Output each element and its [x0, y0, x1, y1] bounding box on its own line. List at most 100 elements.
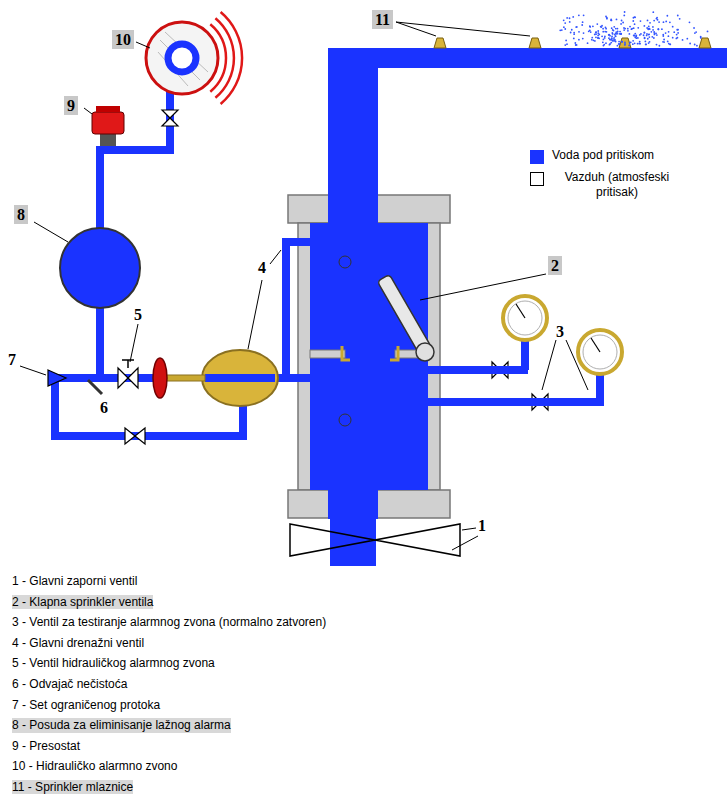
- water-spray: [656, 17, 658, 19]
- water-spray: [576, 44, 578, 46]
- water-spray: [574, 42, 576, 44]
- water-spray: [635, 34, 637, 36]
- indicator-circle: [339, 414, 351, 426]
- leader-line: [396, 22, 530, 36]
- water-spray: [575, 44, 577, 46]
- water-spray: [627, 30, 629, 32]
- water-pipe: [282, 238, 290, 378]
- water-spray: [647, 38, 649, 40]
- sound-wave: [221, 12, 242, 104]
- parts-list-item: 8 - Posuda za eliminisanje lažnog alarma: [12, 718, 231, 732]
- water-spray: [578, 14, 580, 16]
- water-spray: [696, 45, 698, 47]
- water-spray: [646, 33, 648, 35]
- water-spray: [573, 33, 575, 35]
- gate-valve-symbol: [290, 524, 460, 556]
- valve-body: [288, 195, 450, 223]
- parts-list-item: 3 - Ventil za testiranje alarmnog zvona …: [12, 615, 326, 629]
- water-spray: [561, 29, 563, 31]
- water-spray: [559, 11, 708, 47]
- callout-number: 8: [14, 205, 28, 224]
- water-spray: [668, 31, 670, 33]
- water-spray: [662, 35, 664, 37]
- water-spray: [620, 23, 622, 25]
- pressure-switch: [92, 112, 124, 134]
- seat-hook: [390, 346, 398, 360]
- water-spray: [605, 42, 607, 44]
- parts-list-item: 1 - Glavni zaporni ventil: [12, 574, 137, 588]
- water-spray: [620, 33, 622, 35]
- water-spray: [629, 26, 631, 28]
- sprinkler-head: [619, 38, 631, 48]
- small-valve-symbol: [125, 428, 145, 444]
- valve-stem: [127, 360, 129, 368]
- water-spray: [571, 29, 573, 31]
- water-spray: [634, 23, 636, 25]
- callout-number: 1: [478, 516, 486, 535]
- water-spray: [658, 45, 660, 47]
- drain-valve: [153, 358, 167, 398]
- callout-number: 2: [548, 256, 562, 275]
- water-spray: [630, 41, 632, 43]
- water-spray: [652, 26, 654, 28]
- drain-valve: [165, 375, 205, 381]
- water-spray: [578, 31, 580, 33]
- sprinkler-head: [434, 38, 446, 48]
- water-spray: [594, 34, 596, 36]
- leader-line: [84, 108, 92, 114]
- water-spray: [632, 43, 634, 45]
- gate-valve-symbol: [290, 524, 460, 556]
- valve-body: [288, 490, 450, 518]
- water-spray: [623, 29, 625, 31]
- drain-valve: [202, 350, 278, 406]
- water-spray: [600, 26, 602, 28]
- water-spray: [650, 31, 652, 33]
- water-spray: [611, 32, 613, 34]
- pressure-gauge: [583, 335, 617, 369]
- retard-chamber: [60, 228, 140, 308]
- water-spray: [643, 34, 645, 36]
- water-spray: [633, 27, 635, 29]
- water-spray: [648, 34, 650, 36]
- water-spray: [693, 27, 695, 29]
- water-spray: [640, 20, 642, 22]
- water-spray: [564, 22, 566, 24]
- water-spray: [606, 17, 608, 19]
- water-spray: [663, 41, 665, 43]
- valve-seat: [310, 350, 345, 358]
- water-spray: [667, 40, 669, 42]
- water-spray: [686, 38, 688, 40]
- water-spray: [604, 37, 606, 39]
- pressure-switch: [96, 106, 120, 112]
- water-spray: [700, 36, 702, 38]
- water-pipe: [328, 48, 727, 68]
- water-spray: [611, 27, 613, 29]
- water-spray: [590, 31, 592, 33]
- water-spray: [573, 32, 575, 34]
- leader-line: [20, 366, 46, 375]
- water-spray: [644, 40, 646, 42]
- pressure-gauge: [516, 304, 525, 318]
- water-spray: [563, 26, 565, 28]
- water-spray: [648, 36, 650, 38]
- seat-hook: [342, 346, 350, 360]
- water-spray: [606, 18, 608, 20]
- leader-line: [34, 222, 68, 242]
- water-spray: [615, 35, 617, 37]
- water-spray: [582, 21, 584, 23]
- water-spray: [595, 36, 597, 38]
- strainer-symbol: [88, 380, 102, 394]
- water-spray: [566, 17, 568, 19]
- water-spray: [657, 28, 659, 30]
- water-spray: [564, 44, 566, 46]
- water-spray: [576, 26, 578, 28]
- water-spray: [677, 29, 679, 31]
- water-spray: [653, 31, 655, 33]
- valve-clapper: [416, 343, 434, 361]
- water-spray: [614, 39, 616, 41]
- leader-line: [452, 536, 478, 550]
- water-spray: [658, 21, 660, 23]
- water-spray: [643, 32, 645, 34]
- water-spray: [656, 18, 658, 20]
